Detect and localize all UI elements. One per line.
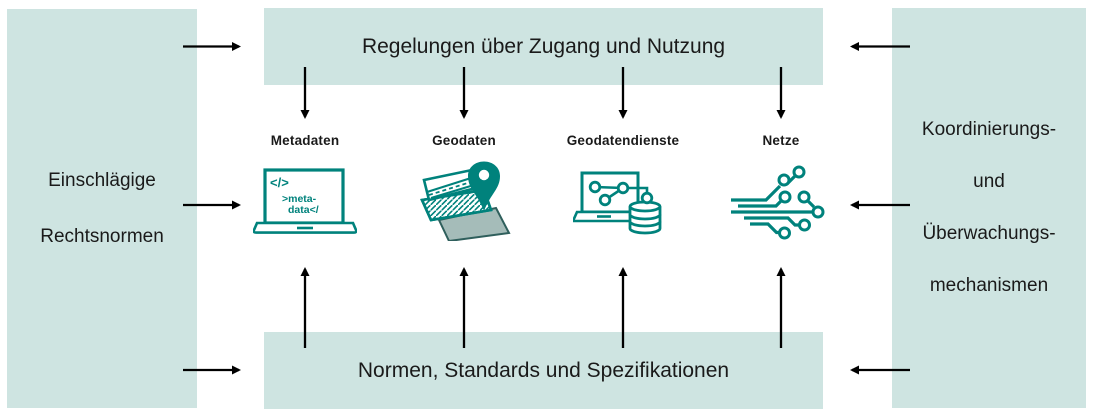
metadata-text-line1: >meta- — [282, 193, 317, 205]
right-panel-line-3: Überwachungs- — [922, 223, 1056, 244]
map-layers-pin-icon — [420, 161, 511, 241]
column-metadaten: Metadaten </> >meta- data</ — [240, 133, 370, 238]
column-netze: Netze — [716, 133, 846, 245]
right-panel-line-4: mechanismen — [929, 275, 1049, 296]
left-panel-line-2: Rechtsnormen — [40, 225, 164, 247]
bar-normen-standards: Normen, Standards und Spezifikationen — [264, 332, 823, 409]
netze-label: Netze — [762, 133, 800, 148]
metadaten-label: Metadaten — [270, 133, 340, 148]
code-symbol-text: </> — [270, 175, 289, 190]
laptop-metadata-code-icon: </> >meta- data</ — [253, 168, 357, 234]
panel-rechtsnormen: Einschlägige Rechtsnormen — [7, 9, 197, 408]
top-bar-label: Regelungen über Zugang und Nutzung — [361, 34, 726, 58]
laptop-network-database-icon — [573, 171, 662, 235]
panel-koordinierung: Koordinierungs- und Überwachungs- mechan… — [892, 8, 1086, 408]
bar-zugang-und-nutzung: Regelungen über Zugang und Nutzung — [264, 8, 823, 85]
geodaten-label: Geodaten — [432, 133, 496, 148]
right-panel-line-2: und — [973, 171, 1005, 192]
geodatendienste-label: Geodatendienste — [566, 133, 680, 148]
left-panel-line-1: Einschlägige — [48, 169, 156, 191]
column-geodatendienste: Geodatendienste — [558, 133, 688, 235]
column-geodaten: Geodaten — [399, 133, 529, 241]
circuit-traces-icon — [731, 165, 825, 240]
right-panel-line-1: Koordinierungs- — [921, 119, 1057, 140]
metadata-text-line2: data</ — [288, 204, 319, 216]
bottom-bar-label: Normen, Standards und Spezifikationen — [357, 358, 730, 382]
